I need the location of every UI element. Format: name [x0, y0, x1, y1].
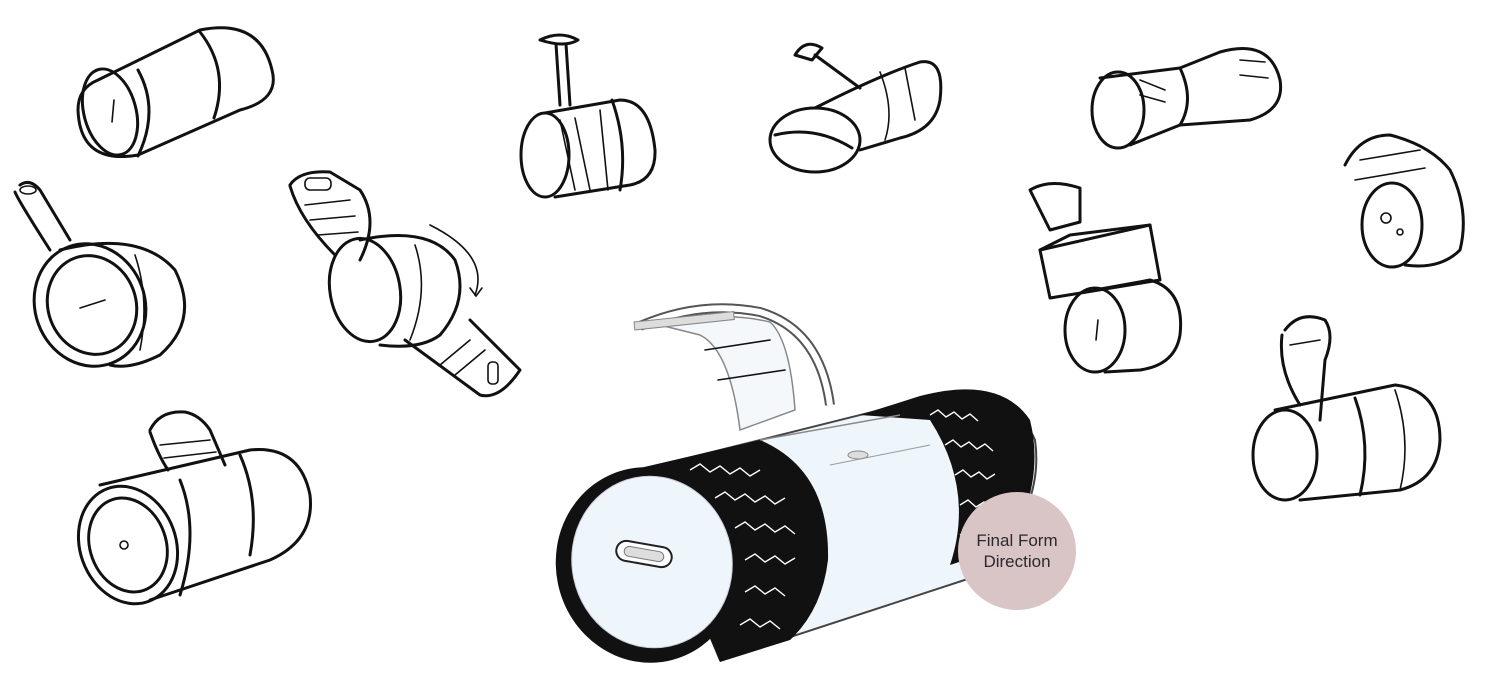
sketch-double-barrel-clip	[768, 42, 943, 174]
sketch-double-barrel-top-right	[1090, 47, 1283, 150]
sketch-capsule-top-left	[76, 26, 275, 158]
sketch-paddle-handle-bottom-right	[1251, 315, 1442, 502]
final-form-render	[555, 303, 1038, 663]
sketch-pull-handle-roller	[519, 33, 657, 199]
final-form-badge: Final Form Direction	[958, 492, 1076, 610]
sketch-clip-holder-right	[1343, 133, 1465, 269]
sketch-handle-ring-left	[13, 180, 187, 368]
sketch-carry-bottom-left	[76, 410, 312, 606]
sketch-ring-clip-middle-right	[1028, 182, 1183, 374]
sketch-strap-rotate	[288, 170, 522, 398]
final-form-badge-label: Final Form Direction	[976, 531, 1058, 571]
